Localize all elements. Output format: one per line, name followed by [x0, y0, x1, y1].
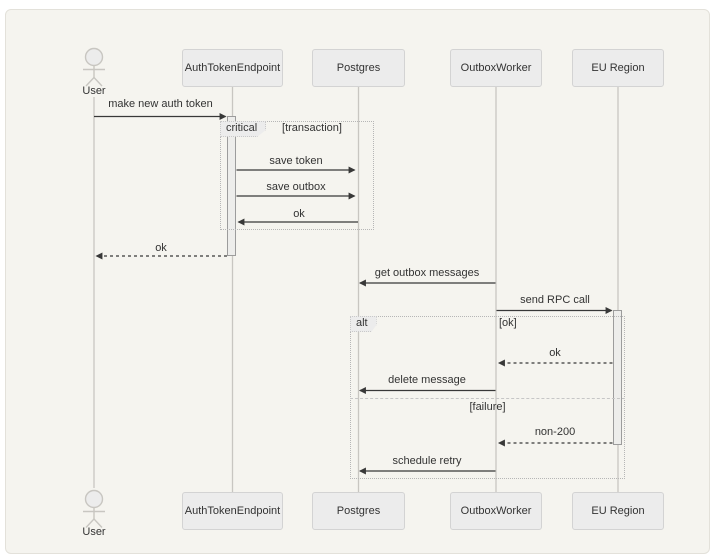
participant-bottom-postgres: Postgres: [312, 492, 405, 530]
message-label-schedule-retry: schedule retry: [392, 455, 462, 467]
message-label-non-200: non-200: [534, 426, 576, 438]
activation-eu-region: [613, 310, 622, 445]
participant-top-outboxworker: OutboxWorker: [450, 49, 542, 87]
sequence-diagram-canvas: [5, 9, 710, 554]
message-label-save-outbox: save outbox: [266, 181, 326, 193]
critical-fragment-label: critical: [220, 121, 267, 137]
message-label-save-token: save token: [269, 155, 323, 167]
message-label-delete-message: delete message: [388, 374, 466, 386]
message-label-make-new-auth-token: make new auth token: [108, 98, 213, 110]
participant-bottom-authtokenendpoint: AuthTokenEndpoint: [182, 492, 283, 530]
activation-authtokenendpoint: [227, 116, 236, 256]
alt-divider: [350, 398, 625, 399]
message-label-get-outbox-messages: get outbox messages: [374, 267, 480, 279]
alt-condition-ok: [ok]: [499, 317, 517, 329]
actor-label-user-bottom: User: [82, 526, 106, 538]
message-label-send-rpc-call: send RPC call: [520, 294, 590, 306]
message-label-ok-eu: ok: [549, 347, 561, 359]
participant-bottom-eu-region: EU Region: [572, 492, 664, 530]
message-label-ok-to-user: ok: [155, 242, 167, 254]
alt-condition-failure: [failure]: [469, 401, 506, 413]
alt-fragment-frame: [350, 316, 625, 479]
alt-fragment-label: alt: [350, 316, 377, 332]
critical-fragment-condition: [transaction]: [282, 122, 342, 134]
participant-bottom-outboxworker: OutboxWorker: [450, 492, 542, 530]
critical-fragment-frame: [220, 121, 374, 230]
actor-label-user-top: User: [82, 85, 106, 97]
participant-top-authtokenendpoint: AuthTokenEndpoint: [182, 49, 283, 87]
participant-top-eu-region: EU Region: [572, 49, 664, 87]
participant-top-postgres: Postgres: [312, 49, 405, 87]
message-label-ok-postgres: ok: [293, 208, 305, 220]
